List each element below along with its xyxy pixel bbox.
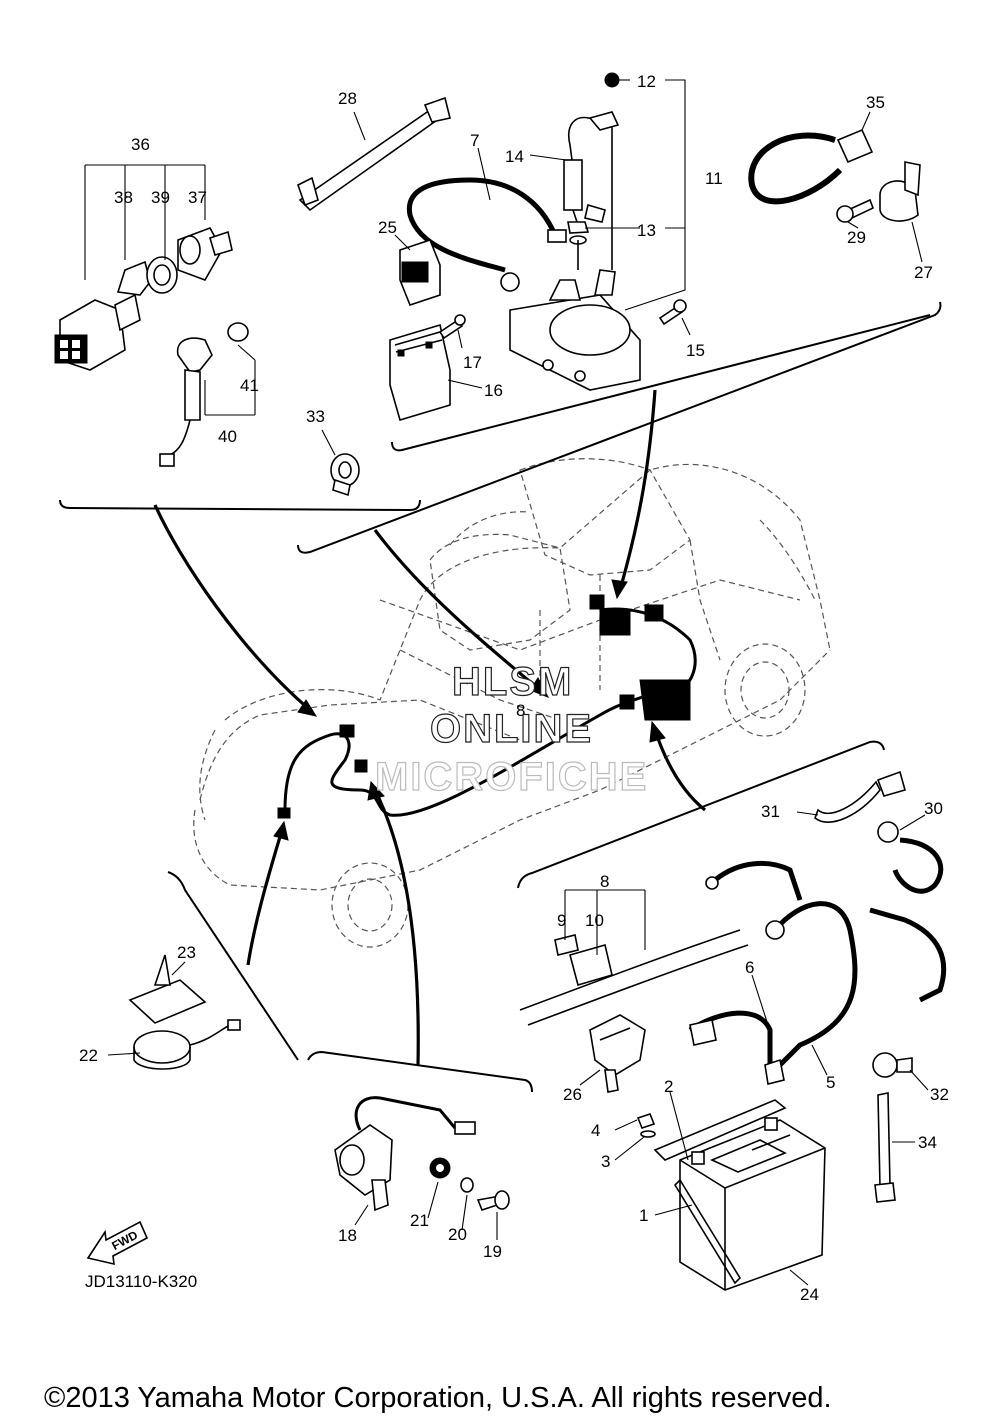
battery-cables bbox=[688, 860, 947, 1085]
leader-arrows bbox=[153, 389, 707, 1066]
callout-23: 23 bbox=[177, 943, 196, 962]
callout-15: 15 bbox=[686, 341, 705, 360]
callout-20: 20 bbox=[448, 1225, 467, 1244]
callout-17: 17 bbox=[463, 353, 482, 372]
callout-33: 33 bbox=[306, 407, 325, 426]
callout-7: 7 bbox=[470, 131, 479, 150]
callout-5: 5 bbox=[826, 1073, 835, 1092]
callout-12: 12 bbox=[637, 72, 656, 91]
battery-24 bbox=[679, 1117, 826, 1291]
callout-38: 38 bbox=[114, 188, 133, 207]
drawing-code: JD13110-K320 bbox=[85, 1272, 197, 1291]
controller-16 bbox=[389, 323, 451, 421]
nut-3-4 bbox=[636, 1113, 656, 1138]
callout-8-car: 8 bbox=[516, 701, 525, 720]
bolt-29 bbox=[836, 198, 875, 223]
callout-25: 25 bbox=[378, 218, 397, 237]
callout-21: 21 bbox=[410, 1211, 429, 1230]
callout-31: 31 bbox=[761, 802, 780, 821]
watermark: HLSM ONLINE MICROFICHE bbox=[374, 659, 648, 799]
relay-25 bbox=[399, 239, 441, 306]
hold-down-1-2 bbox=[653, 1099, 787, 1285]
callout-14: 14 bbox=[505, 147, 524, 166]
callout-2: 2 bbox=[664, 1077, 673, 1096]
copyright-notice: ©2013 Yamaha Motor Corporation, U.S.A. A… bbox=[44, 1382, 832, 1414]
watermark-line-2: ONLINE bbox=[430, 707, 593, 751]
main-switch-assembly bbox=[54, 227, 233, 371]
cable-tie-35 bbox=[748, 128, 874, 205]
callout-40: 40 bbox=[218, 427, 237, 446]
watermark-line-3: MICROFICHE bbox=[375, 755, 648, 799]
callout-9: 9 bbox=[557, 911, 566, 930]
callout-8: 8 bbox=[600, 872, 609, 891]
callout-11: 11 bbox=[705, 169, 723, 188]
nut-13 bbox=[567, 221, 590, 245]
callout-6: 6 bbox=[745, 958, 754, 977]
callout-10: 10 bbox=[585, 911, 604, 930]
sensor-22-23 bbox=[128, 954, 241, 1070]
watermark-line-1: HLSM bbox=[452, 660, 573, 704]
callout-28: 28 bbox=[338, 89, 357, 108]
band-30 bbox=[877, 821, 944, 894]
callout-1: 1 bbox=[639, 1206, 648, 1225]
callout-26: 26 bbox=[563, 1085, 582, 1104]
callout-36: 36 bbox=[131, 135, 150, 154]
lamp-socket bbox=[159, 322, 249, 467]
callout-24: 24 bbox=[800, 1285, 819, 1304]
callout-27: 27 bbox=[914, 263, 933, 282]
callout-16: 16 bbox=[484, 381, 503, 400]
solenoid-11 bbox=[509, 125, 641, 391]
callout-19: 19 bbox=[483, 1242, 502, 1261]
callout-labels: 1 2 3 4 5 6 7 8 8 9 10 11 12 13 14 15 16… bbox=[79, 72, 949, 1304]
callout-22: 22 bbox=[79, 1046, 98, 1065]
cable-tie-31 bbox=[814, 770, 906, 823]
grommet-32 bbox=[872, 1052, 913, 1078]
callout-30: 30 bbox=[924, 799, 943, 818]
cable-7 bbox=[406, 177, 567, 292]
callout-13: 13 bbox=[637, 221, 656, 240]
callout-29: 29 bbox=[847, 228, 866, 247]
fwd-arrow: FWD bbox=[86, 1220, 149, 1266]
callout-35: 35 bbox=[866, 93, 885, 112]
harness-pipe bbox=[519, 929, 749, 1026]
bolt-15 bbox=[658, 299, 687, 326]
callout-32: 32 bbox=[930, 1085, 949, 1104]
inset-frames bbox=[59, 301, 942, 1093]
switch-18 bbox=[334, 1096, 510, 1212]
callout-4: 4 bbox=[591, 1121, 600, 1140]
fuse-14 bbox=[563, 111, 620, 226]
wire-harness bbox=[277, 594, 697, 819]
callout-3: 3 bbox=[601, 1152, 610, 1171]
cable-tie-34 bbox=[874, 1092, 896, 1203]
bracket-26 bbox=[589, 1014, 646, 1093]
bolt-17 bbox=[438, 314, 466, 340]
clamp-27 bbox=[879, 161, 921, 222]
callout-37: 37 bbox=[188, 188, 207, 207]
nut-12 bbox=[604, 72, 620, 88]
callout-34: 34 bbox=[918, 1133, 937, 1152]
cable-tie-28 bbox=[297, 96, 451, 212]
callout-leaders bbox=[84, 79, 929, 1286]
callout-39: 39 bbox=[151, 188, 170, 207]
clip-33 bbox=[330, 453, 360, 497]
callout-18: 18 bbox=[338, 1226, 357, 1245]
callout-41: 41 bbox=[240, 376, 259, 395]
